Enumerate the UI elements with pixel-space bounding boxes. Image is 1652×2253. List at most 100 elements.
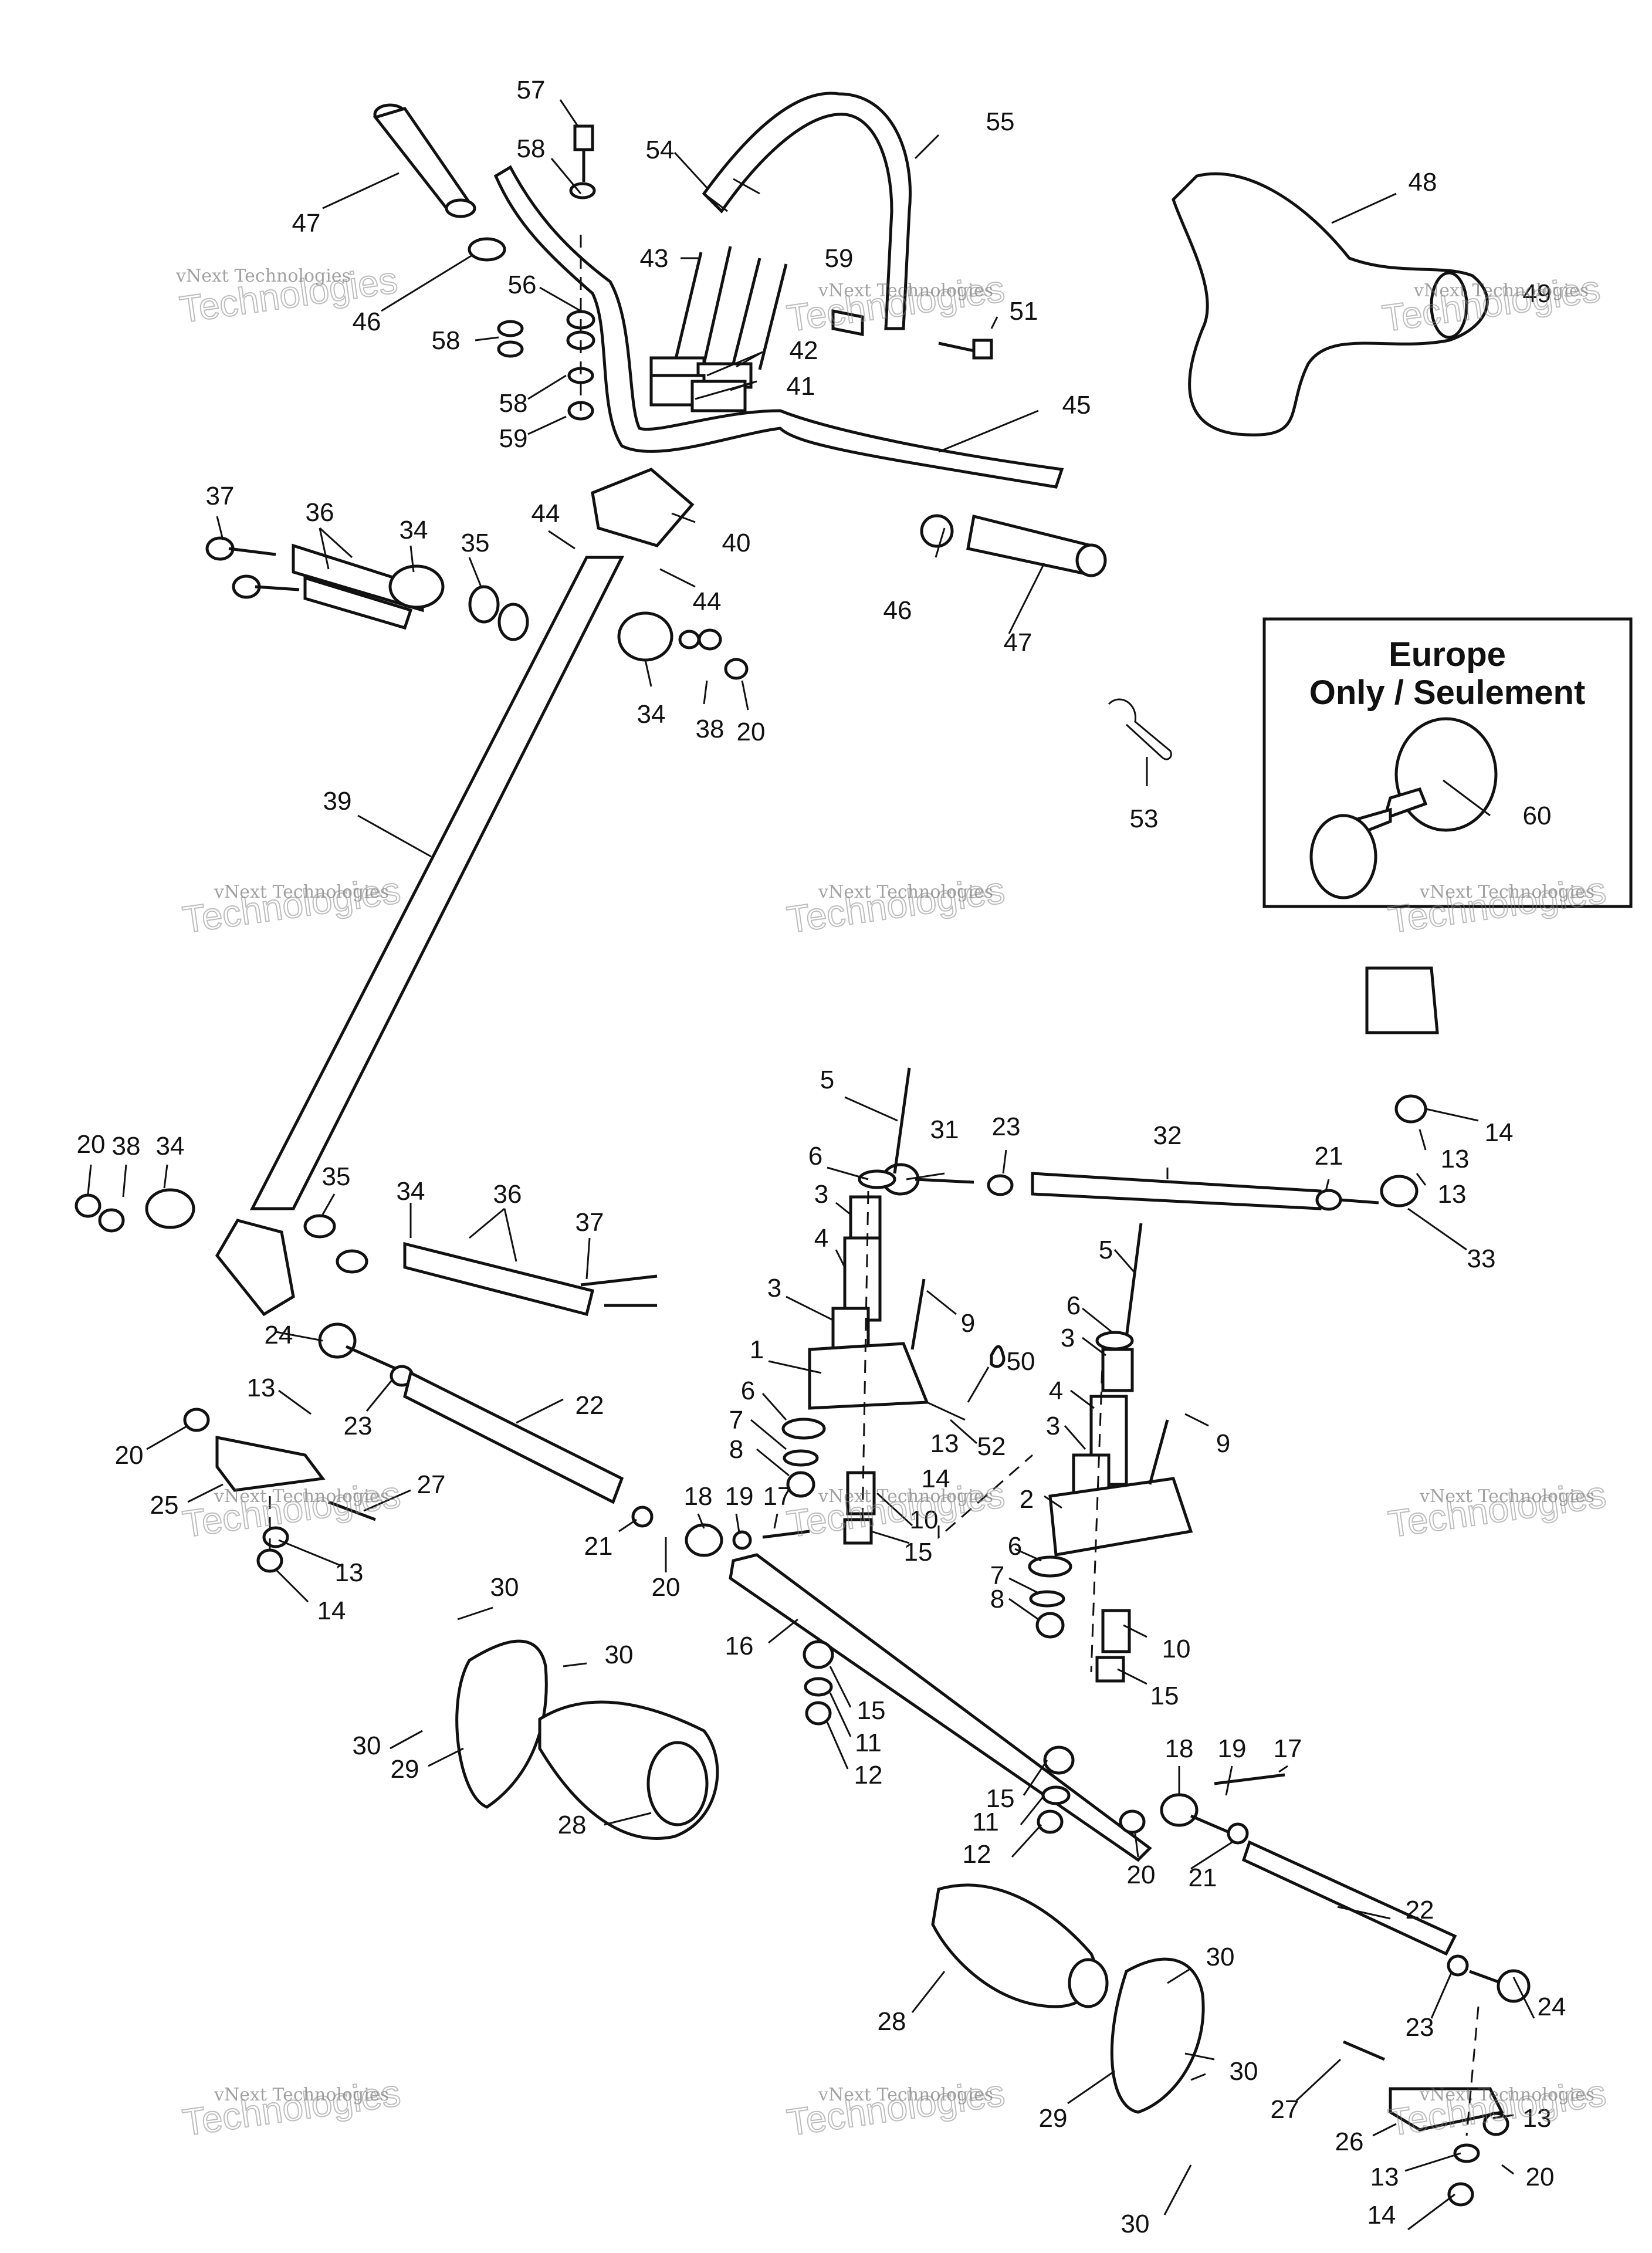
- callout-6: 6: [1067, 1291, 1081, 1320]
- watermark: vNext Technologies Technologies: [180, 868, 404, 942]
- callout-46: 46: [353, 307, 381, 336]
- callout-35: 35: [322, 1162, 351, 1191]
- callout-20: 20: [1127, 1860, 1156, 1889]
- callout-23: 23: [1406, 2013, 1434, 2042]
- column-stub: [1365, 966, 1439, 1034]
- callout-4: 4: [814, 1224, 828, 1253]
- bolt-9-left: [910, 1278, 926, 1350]
- callout-29: 29: [1039, 2104, 1068, 2133]
- callout-19: 19: [1218, 1734, 1247, 1763]
- callout-36: 36: [493, 1180, 522, 1209]
- svg-text:vNext Technologies: vNext Technologies: [1419, 2085, 1595, 2105]
- leader-lines: [87, 99, 1535, 2231]
- callout-39: 39: [323, 787, 352, 816]
- svg-text:vNext Technologies: vNext Technologies: [1419, 882, 1595, 902]
- callout-47: 47: [292, 209, 321, 238]
- washer-15-b: [1043, 1745, 1075, 1775]
- callout-13: 13: [1438, 1180, 1467, 1209]
- europe-only-box: Europe Only / Seulement: [1262, 617, 1633, 908]
- callout-57: 57: [517, 76, 546, 104]
- callout-53: 53: [1130, 804, 1159, 833]
- callout-58: 58: [517, 134, 546, 163]
- callout-42: 42: [790, 336, 818, 365]
- callout-51: 51: [1010, 297, 1038, 326]
- callout-7: 7: [990, 1561, 1004, 1590]
- left-grip-spacer: [468, 237, 506, 262]
- callout-46: 46: [883, 596, 912, 625]
- svg-text:Technologies: Technologies: [784, 1473, 1007, 1545]
- callout-21: 21: [584, 1532, 613, 1561]
- callout-59: 59: [825, 244, 854, 273]
- callout-35: 35: [461, 529, 490, 557]
- callout-60: 60: [1523, 801, 1552, 830]
- lower-linkage: [75, 1188, 658, 1317]
- boot-right: [931, 1883, 1205, 2114]
- callout-24: 24: [1538, 1992, 1566, 2021]
- callout-13: 13: [930, 1429, 959, 1458]
- callout-18: 18: [1165, 1734, 1194, 1763]
- callout-20: 20: [115, 1441, 144, 1470]
- callout-36: 36: [306, 498, 334, 527]
- callout-21: 21: [1315, 1142, 1343, 1171]
- left-grip: [373, 103, 476, 218]
- svg-text:vNext Technologies: vNext Technologies: [214, 1486, 389, 1507]
- svg-text:vNext Technologies: vNext Technologies: [214, 882, 389, 902]
- callout-33: 33: [1467, 1244, 1496, 1273]
- steering-column: [215, 556, 625, 1317]
- callout-50: 50: [1007, 1347, 1035, 1376]
- grease-drop-icon: [990, 1345, 1006, 1368]
- washer-15-a: [803, 1640, 834, 1669]
- callout-30: 30: [353, 1731, 381, 1760]
- tie-rod-right: [1119, 1773, 1531, 2003]
- callout-10: 10: [1162, 1635, 1191, 1663]
- callout-48: 48: [1409, 168, 1437, 197]
- callout-8: 8: [990, 1585, 1004, 1613]
- callout-30: 30: [1121, 2210, 1150, 2238]
- callout-3: 3: [1046, 1412, 1060, 1440]
- callout-3: 3: [1061, 1324, 1075, 1352]
- callout-16: 16: [725, 1632, 754, 1660]
- callout-6: 6: [1008, 1532, 1022, 1561]
- callout-8: 8: [729, 1435, 743, 1464]
- callout-3: 3: [814, 1180, 828, 1209]
- callout-6: 6: [808, 1142, 822, 1171]
- callout-13: 13: [1523, 2104, 1552, 2133]
- svg-text:vNext Technologies: vNext Technologies: [818, 280, 993, 301]
- callout-4: 4: [1049, 1376, 1063, 1405]
- callout-41: 41: [787, 372, 815, 401]
- callout-13: 13: [1370, 2163, 1399, 2191]
- callout-23: 23: [344, 1412, 373, 1440]
- callout-21: 21: [1189, 1863, 1217, 1892]
- callout-12: 12: [963, 1840, 991, 1869]
- callout-44: 44: [532, 499, 560, 528]
- callout-40: 40: [722, 529, 751, 557]
- europe-subtitle: Only / Seulement: [1309, 674, 1586, 712]
- svg-text:vNext Technologies: vNext Technologies: [1419, 1486, 1595, 1507]
- callout-54: 54: [646, 136, 675, 164]
- callout-22: 22: [576, 1391, 604, 1420]
- callout-labels: 57 58 54 55 47 46 43 59 56 58 42 41 58 5…: [77, 76, 1566, 2238]
- callout-56: 56: [508, 270, 537, 299]
- watermark: vNext Technologies Technologies: [180, 2071, 404, 2144]
- svg-text:vNext Technologies: vNext Technologies: [214, 2085, 389, 2105]
- svg-text:vNext Technologies: vNext Technologies: [175, 266, 351, 286]
- callout-43: 43: [640, 244, 669, 273]
- upper-linkage: [205, 536, 749, 680]
- callout-28: 28: [878, 2007, 906, 2036]
- callout-58: 58: [432, 326, 461, 355]
- callout-17: 17: [763, 1482, 792, 1511]
- right-grip: [920, 514, 1107, 577]
- callout-30: 30: [1206, 1943, 1235, 1971]
- callout-14: 14: [1485, 1118, 1514, 1147]
- spindle-left: [215, 1435, 326, 1492]
- callout-14: 14: [922, 1464, 950, 1493]
- callout-24: 24: [265, 1321, 293, 1349]
- handlebar-assembly: [373, 92, 1107, 577]
- pitman-stack-right: [1028, 1223, 1193, 1683]
- callout-32: 32: [1153, 1121, 1182, 1150]
- callout-44: 44: [693, 587, 722, 616]
- svg-text:Technologies: Technologies: [784, 2072, 1007, 2144]
- callout-13: 13: [1441, 1145, 1470, 1173]
- watermark: vNext Technologies Technologies: [784, 868, 1008, 942]
